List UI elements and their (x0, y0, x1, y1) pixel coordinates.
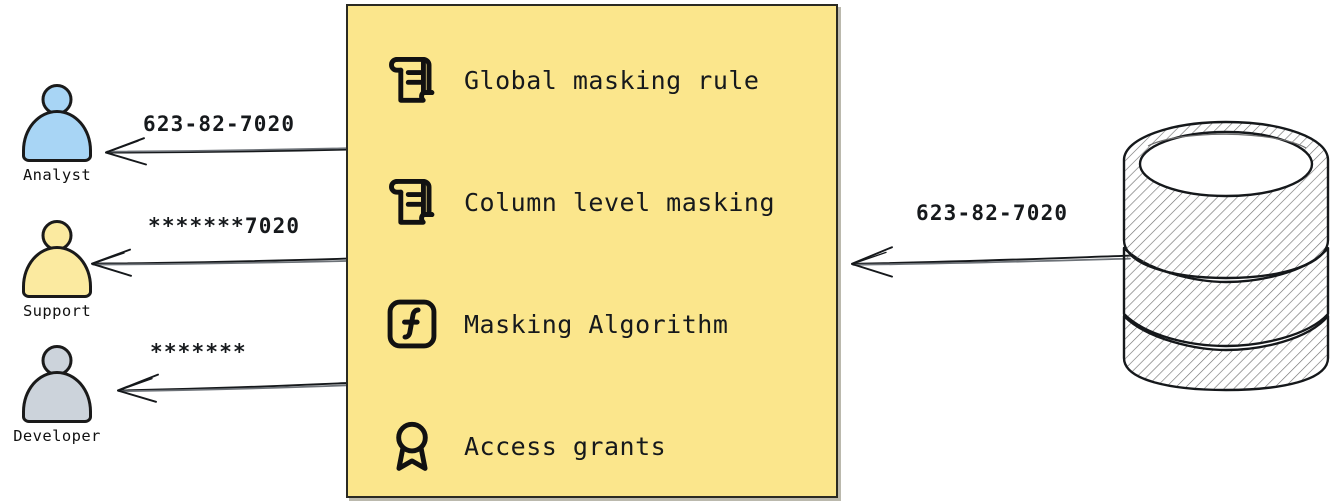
actor-label: Developer (13, 427, 101, 445)
actor-analyst: Analyst (2, 84, 112, 184)
arrow-to-analyst (105, 137, 349, 166)
actor-support: Support (2, 220, 112, 320)
feature-label: Masking Algorithm (464, 309, 729, 339)
arrow-label-support: *******7020 (148, 214, 301, 238)
arrow-database-to-panel (851, 246, 1133, 278)
feature-row-access-grants: Access grants (384, 416, 836, 476)
feature-row-masking-algorithm: Masking Algorithm (384, 294, 836, 354)
feature-label: Access grants (464, 431, 667, 461)
scroll-icon (389, 179, 435, 225)
feature-label: Column level masking (464, 187, 776, 217)
arrow-to-developer (117, 373, 349, 403)
person-icon (15, 84, 99, 162)
feature-row-global-masking-rule: Global masking rule (384, 50, 836, 110)
award-icon (396, 421, 428, 471)
actor-developer: Developer (2, 345, 112, 445)
feature-row-column-level-masking: Column level masking (384, 172, 836, 232)
arrow-to-support (91, 248, 349, 277)
scroll-icon (389, 57, 435, 103)
actor-label: Analyst (22, 166, 92, 184)
actor-label: Support (22, 302, 92, 320)
arrow-label-database: 623-82-7020 (916, 201, 1069, 225)
person-icon (15, 345, 99, 423)
arrow-label-analyst: 623-82-7020 (143, 112, 296, 136)
masking-features-panel: Global masking rule Column level masking (346, 4, 838, 498)
feature-label: Global masking rule (464, 65, 760, 95)
feature-list: Global masking rule Column level masking (348, 6, 836, 496)
person-icon (15, 220, 99, 298)
arrow-label-developer: ******* (150, 340, 247, 364)
database-cylinder-icon (1122, 120, 1330, 392)
function-icon (387, 299, 437, 349)
